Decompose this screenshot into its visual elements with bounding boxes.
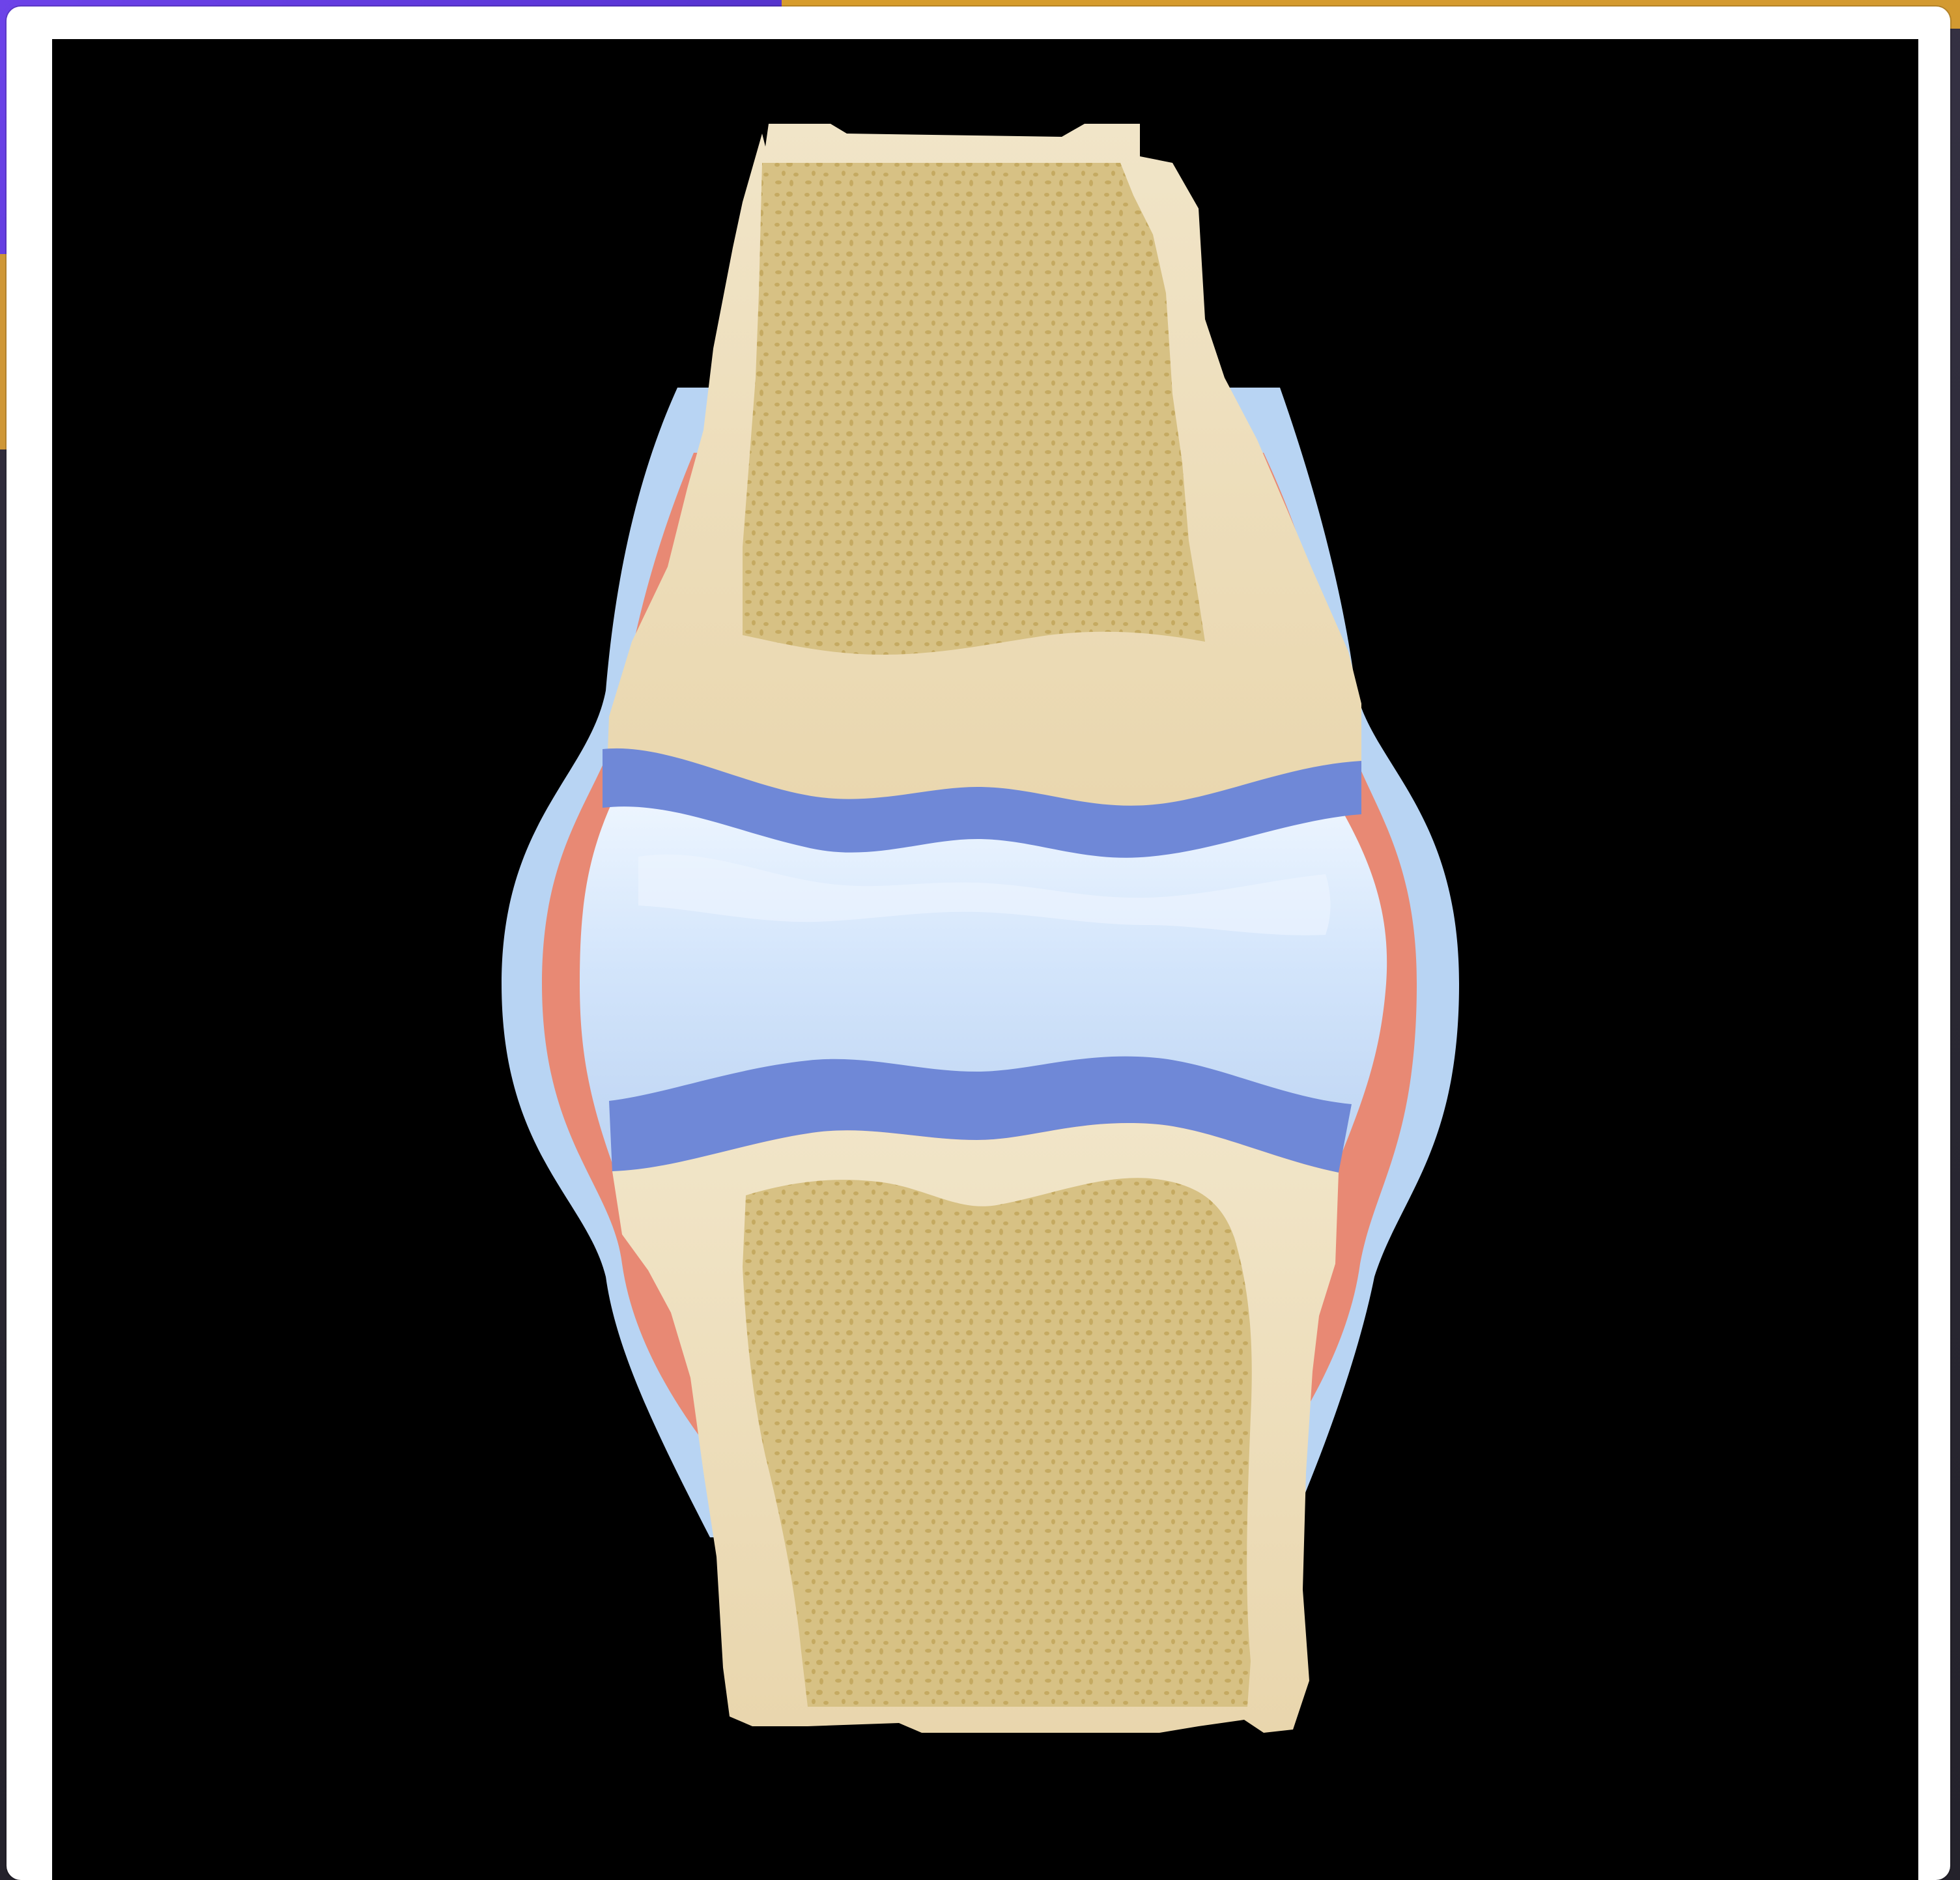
joint-diagram (52, 39, 1918, 1880)
joint-illustration-canvas (52, 39, 1918, 1880)
lower-bone-spongy (743, 1178, 1252, 1707)
upper-bone-spongy (743, 163, 1205, 655)
image-frame (7, 7, 1950, 1880)
